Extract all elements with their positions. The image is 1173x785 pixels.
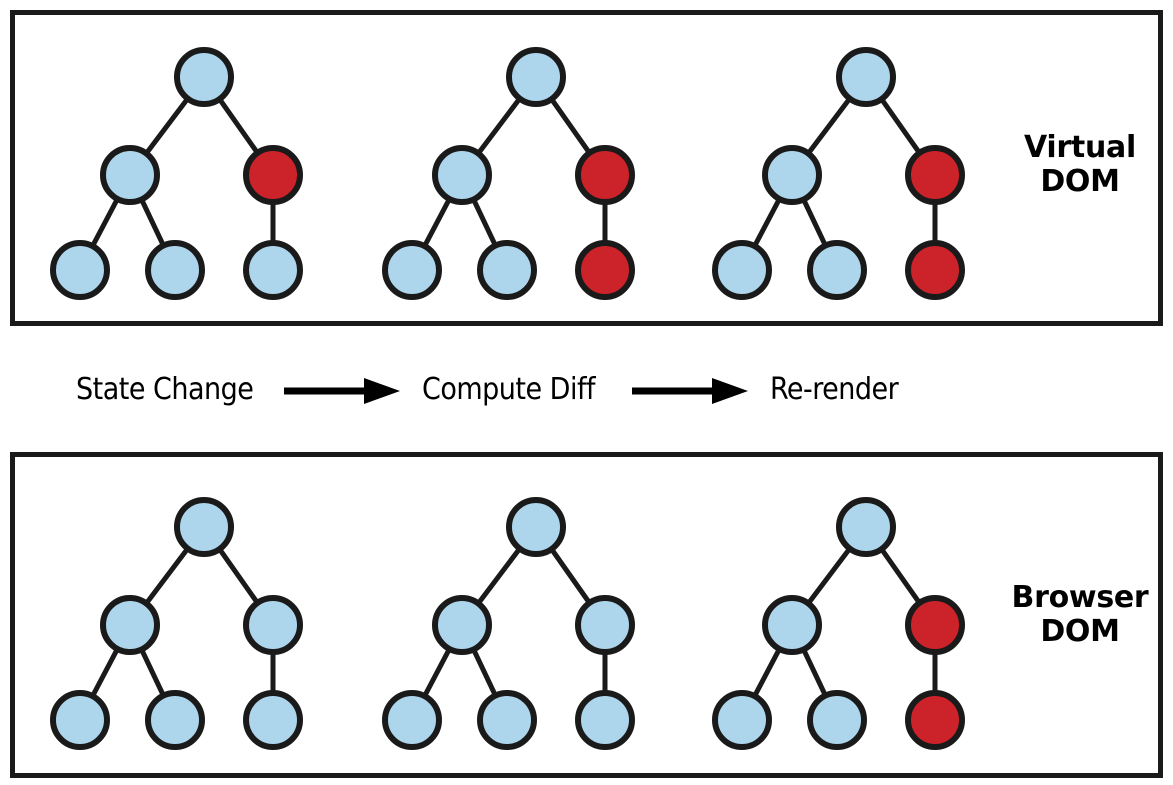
tree-node-blue	[145, 690, 205, 750]
tree-node-blue	[477, 240, 537, 300]
tree-node-blue	[50, 690, 110, 750]
tree-node-red	[905, 690, 965, 750]
tree-node-red	[905, 145, 965, 205]
tree-virtual-dom-0	[50, 47, 303, 300]
tree-node-blue	[477, 690, 537, 750]
flow-step-re-render: Re-render	[770, 372, 899, 407]
tree-browser-dom-0	[50, 497, 303, 750]
tree-node-blue	[836, 47, 896, 107]
tree-node-blue	[575, 690, 635, 750]
tree-node-blue	[243, 595, 303, 655]
tree-node-blue	[50, 240, 110, 300]
panel-label-browser-dom: Browser DOM	[1011, 580, 1149, 649]
tree-node-blue	[762, 595, 822, 655]
tree-node-blue	[100, 145, 160, 205]
tree-virtual-dom-1	[382, 47, 635, 300]
tree-node-red	[905, 595, 965, 655]
panel-virtual-dom	[10, 10, 1163, 326]
flow-row: State Change Compute Diff Re-render	[0, 360, 1010, 422]
flow-step-compute-diff: Compute Diff	[422, 372, 595, 407]
tree-node-blue	[243, 240, 303, 300]
tree-node-blue	[432, 595, 492, 655]
tree-node-blue	[243, 690, 303, 750]
tree-virtual-dom-2	[712, 47, 965, 300]
tree-node-blue	[506, 497, 566, 557]
tree-node-blue	[145, 240, 205, 300]
arrow-right-icon	[632, 376, 750, 411]
tree-node-blue	[174, 497, 234, 557]
tree-node-blue	[712, 240, 772, 300]
flow-step-state-change: State Change	[76, 372, 254, 407]
panel-browser-dom	[10, 452, 1163, 778]
tree-node-blue	[807, 690, 867, 750]
tree-node-blue	[836, 497, 896, 557]
tree-node-blue	[807, 240, 867, 300]
tree-browser-dom-2	[712, 497, 965, 750]
tree-node-red	[575, 145, 635, 205]
tree-node-red	[575, 240, 635, 300]
tree-node-blue	[100, 595, 160, 655]
tree-browser-dom-1	[382, 497, 635, 750]
tree-node-blue	[382, 690, 442, 750]
tree-node-blue	[174, 47, 234, 107]
panel-label-virtual-dom: Virtual DOM	[1024, 130, 1136, 199]
tree-node-red	[243, 145, 303, 205]
tree-node-blue	[762, 145, 822, 205]
arrow-right-icon	[284, 376, 402, 411]
tree-node-blue	[712, 690, 772, 750]
tree-node-blue	[382, 240, 442, 300]
tree-node-red	[905, 240, 965, 300]
tree-node-blue	[506, 47, 566, 107]
tree-node-blue	[575, 595, 635, 655]
tree-node-blue	[432, 145, 492, 205]
